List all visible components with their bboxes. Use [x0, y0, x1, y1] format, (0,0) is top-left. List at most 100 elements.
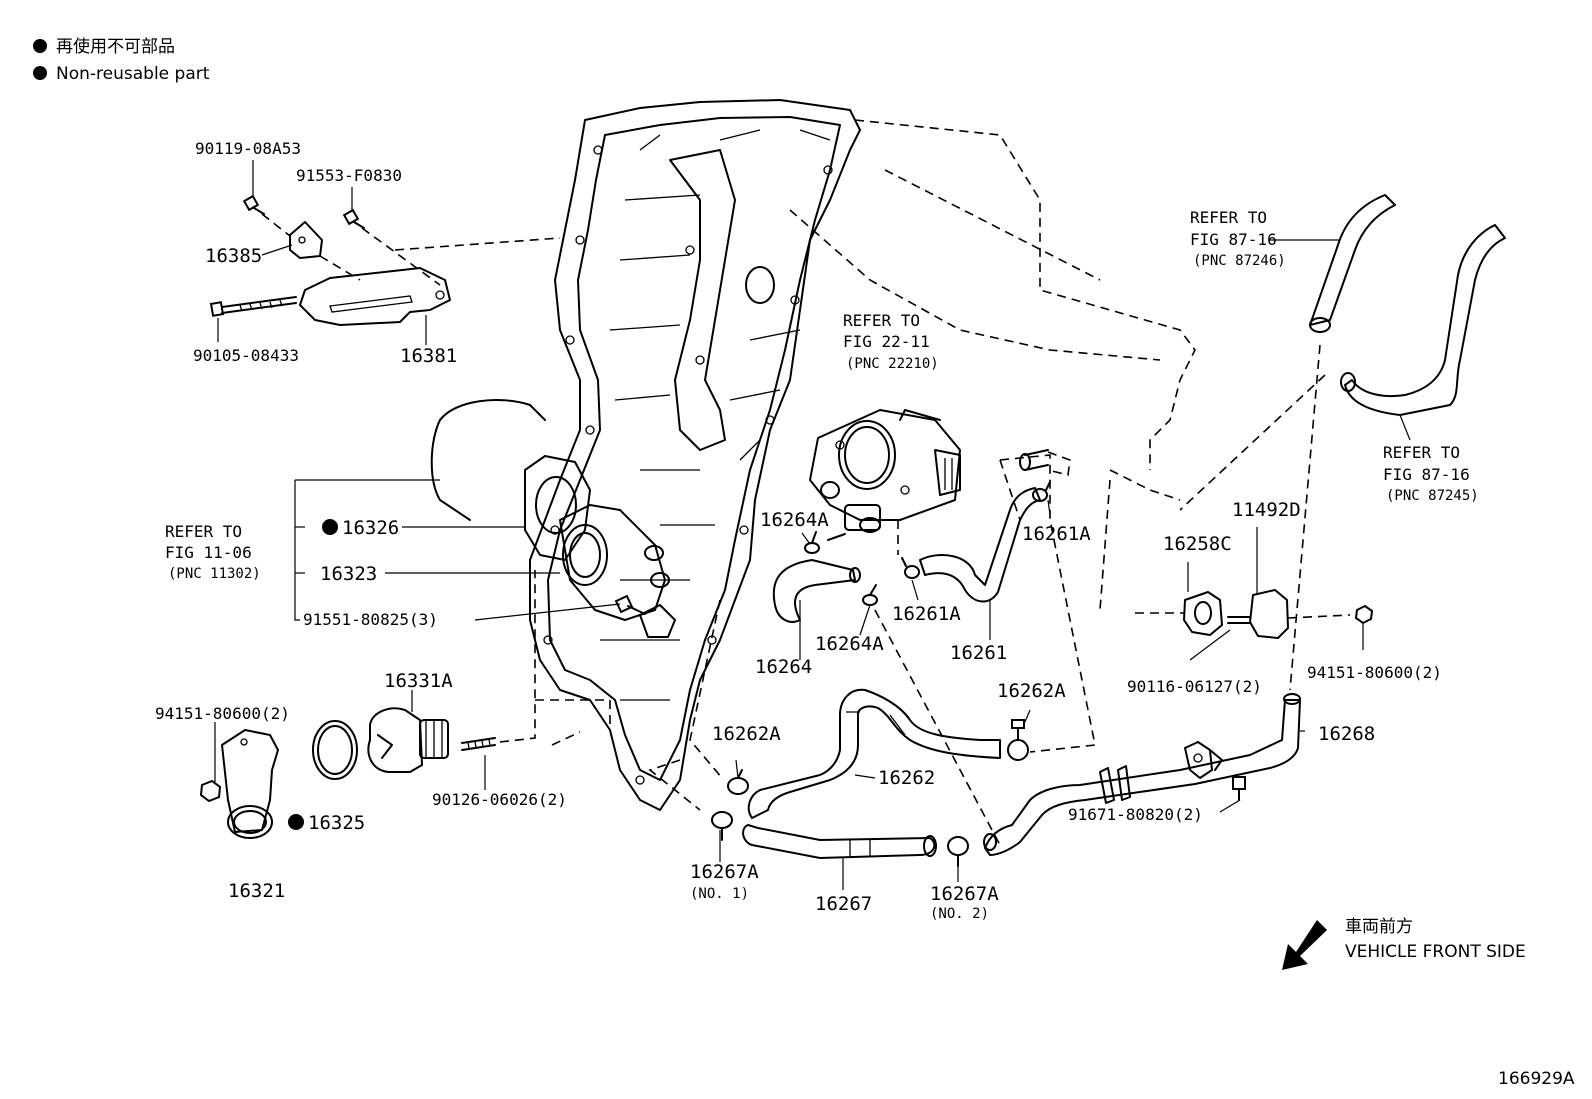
hose-87245	[1344, 224, 1506, 416]
clip-16264A-bottom-icon	[862, 584, 878, 606]
direction-text-en: VEHICLE FRONT SIDE	[1345, 942, 1526, 962]
label-16267A-no1-sub: (NO. 1)	[690, 886, 749, 902]
bolt-91671-icon	[1232, 776, 1246, 801]
clip-16261A-mid-icon	[901, 557, 920, 579]
label-16325: 16325	[308, 812, 365, 834]
direction-text-jp: 車両前方	[1345, 917, 1413, 937]
refer-22-11-line2: FIG 22-11	[843, 332, 930, 351]
label-90116-06127: 90116-06127(2)	[1127, 677, 1262, 696]
label-16264: 16264	[755, 656, 812, 678]
bracket-group	[209, 194, 451, 326]
label-16261: 16261	[950, 642, 1007, 664]
hose-16261	[919, 487, 1041, 603]
refer-87-16b-line3: (PNC 87245)	[1386, 488, 1479, 504]
cover-11492D	[1249, 589, 1289, 639]
bolt-91553-icon	[342, 208, 365, 229]
label-16264A-top: 16264A	[760, 509, 829, 531]
hose-16262	[747, 688, 1001, 819]
label-16267A-no2: 16267A	[930, 883, 999, 905]
water-pipe-16268	[983, 693, 1301, 856]
hose-87246	[1309, 194, 1396, 326]
hoses	[648, 449, 1096, 867]
clip-16262A-right-icon	[1007, 719, 1029, 761]
legend: 再使用不可部品 Non-reusable part	[33, 36, 210, 84]
refer-22-11-line3: (PNC 22210)	[846, 356, 939, 372]
clip-16261A-top-icon	[1032, 481, 1051, 502]
refer-87-16b-line2: FIG 87-16	[1383, 465, 1470, 484]
thermostat-group	[199, 570, 611, 839]
label-16323: 16323	[320, 563, 377, 585]
clip-16267A-no1-icon	[711, 811, 733, 841]
thermostat-16331A	[367, 707, 449, 773]
label-90119-08A53: 90119-08A53	[195, 139, 301, 158]
label-16262A-left: 16262A	[712, 723, 781, 745]
label-90105-08433: 90105-08433	[193, 346, 299, 365]
refer-notes: REFER TO FIG 11-06 (PNC 11302) REFER TO …	[165, 208, 1479, 582]
refer-22-11-line1: REFER TO	[843, 311, 920, 330]
label-16261A-mid: 16261A	[892, 603, 961, 625]
stud-90126-icon	[461, 737, 496, 751]
leader-lines	[214, 160, 1411, 890]
cover-group	[1135, 344, 1374, 691]
heater-hoses	[1309, 194, 1506, 416]
label-16267: 16267	[815, 893, 872, 915]
water-inlet-housing	[524, 455, 676, 638]
direction-arrow-icon	[1282, 920, 1327, 970]
bolt-91551-icon	[614, 594, 646, 615]
hose-16267	[742, 824, 936, 859]
label-16267A-no2-sub: (NO. 2)	[930, 906, 989, 922]
label-91551-80825: 91551-80825(3)	[303, 610, 438, 629]
bracket-16381	[299, 267, 451, 326]
figure-id: 166929A	[1498, 1069, 1575, 1089]
bolt-90105-icon	[209, 296, 297, 317]
refer-87-16a-line1: REFER TO	[1190, 208, 1267, 227]
label-16258C: 16258C	[1163, 533, 1232, 555]
label-94151-80600-right: 94151-80600(2)	[1307, 663, 1442, 682]
plate-16385	[289, 221, 323, 259]
gasket-16258C	[1183, 591, 1223, 636]
legend-text-jp: 再使用不可部品	[56, 36, 175, 57]
non-reusable-dot-icon	[288, 814, 304, 830]
label-16326: 16326	[342, 517, 399, 539]
label-94151-80600-left: 94151-80600(2)	[155, 704, 290, 723]
refer-87-16a-line3: (PNC 87246)	[1193, 253, 1286, 269]
label-91553-F0830: 91553-F0830	[296, 166, 402, 185]
refer-11-06-line3: (PNC 11302)	[168, 566, 261, 582]
label-16261A-top: 16261A	[1022, 523, 1091, 545]
label-16321: 16321	[228, 880, 285, 902]
non-reusable-dot-icon	[322, 519, 338, 535]
refer-11-06-line2: FIG 11-06	[165, 543, 252, 562]
label-16385: 16385	[205, 245, 262, 267]
label-16331A: 16331A	[384, 670, 453, 692]
clip-16267A-no2-icon	[947, 836, 969, 867]
refer-87-16a-line2: FIG 87-16	[1190, 230, 1277, 249]
refer-87-16b-line1: REFER TO	[1383, 443, 1460, 462]
nut-94151-right-icon	[1354, 604, 1374, 625]
label-16262A-right: 16262A	[997, 680, 1066, 702]
bolt-90119-icon	[242, 194, 265, 215]
engine-block-outline	[394, 119, 1196, 611]
label-16268: 16268	[1318, 723, 1375, 745]
nut-94151-left-icon	[199, 779, 222, 803]
label-16381: 16381	[400, 345, 457, 367]
label-16267A-no1: 16267A	[690, 861, 759, 883]
clip-16264A-top-icon	[804, 531, 820, 554]
label-91671-80820: 91671-80820(2)	[1068, 805, 1203, 824]
label-16264A-bottom: 16264A	[815, 633, 884, 655]
gasket-16325	[312, 720, 358, 780]
stud-90116-icon	[1227, 616, 1251, 624]
label-16262: 16262	[878, 767, 935, 789]
vehicle-front-indicator: 車両前方 VEHICLE FRONT SIDE	[1282, 917, 1526, 970]
refer-11-06-line1: REFER TO	[165, 522, 242, 541]
throttle-body	[809, 409, 961, 541]
part-labels: 90119-08A53 91553-F0830 16385 90105-0843…	[155, 139, 1442, 922]
non-reusable-dot-icon	[33, 66, 47, 80]
water-inlet-16321	[221, 729, 279, 833]
timing-cover	[430, 99, 861, 811]
legend-text-en: Non-reusable part	[56, 64, 210, 84]
hose-16264	[772, 559, 856, 623]
label-11492D: 11492D	[1232, 499, 1301, 521]
label-90126-06026: 90126-06026(2)	[432, 790, 567, 809]
non-reusable-dot-icon	[33, 39, 47, 53]
